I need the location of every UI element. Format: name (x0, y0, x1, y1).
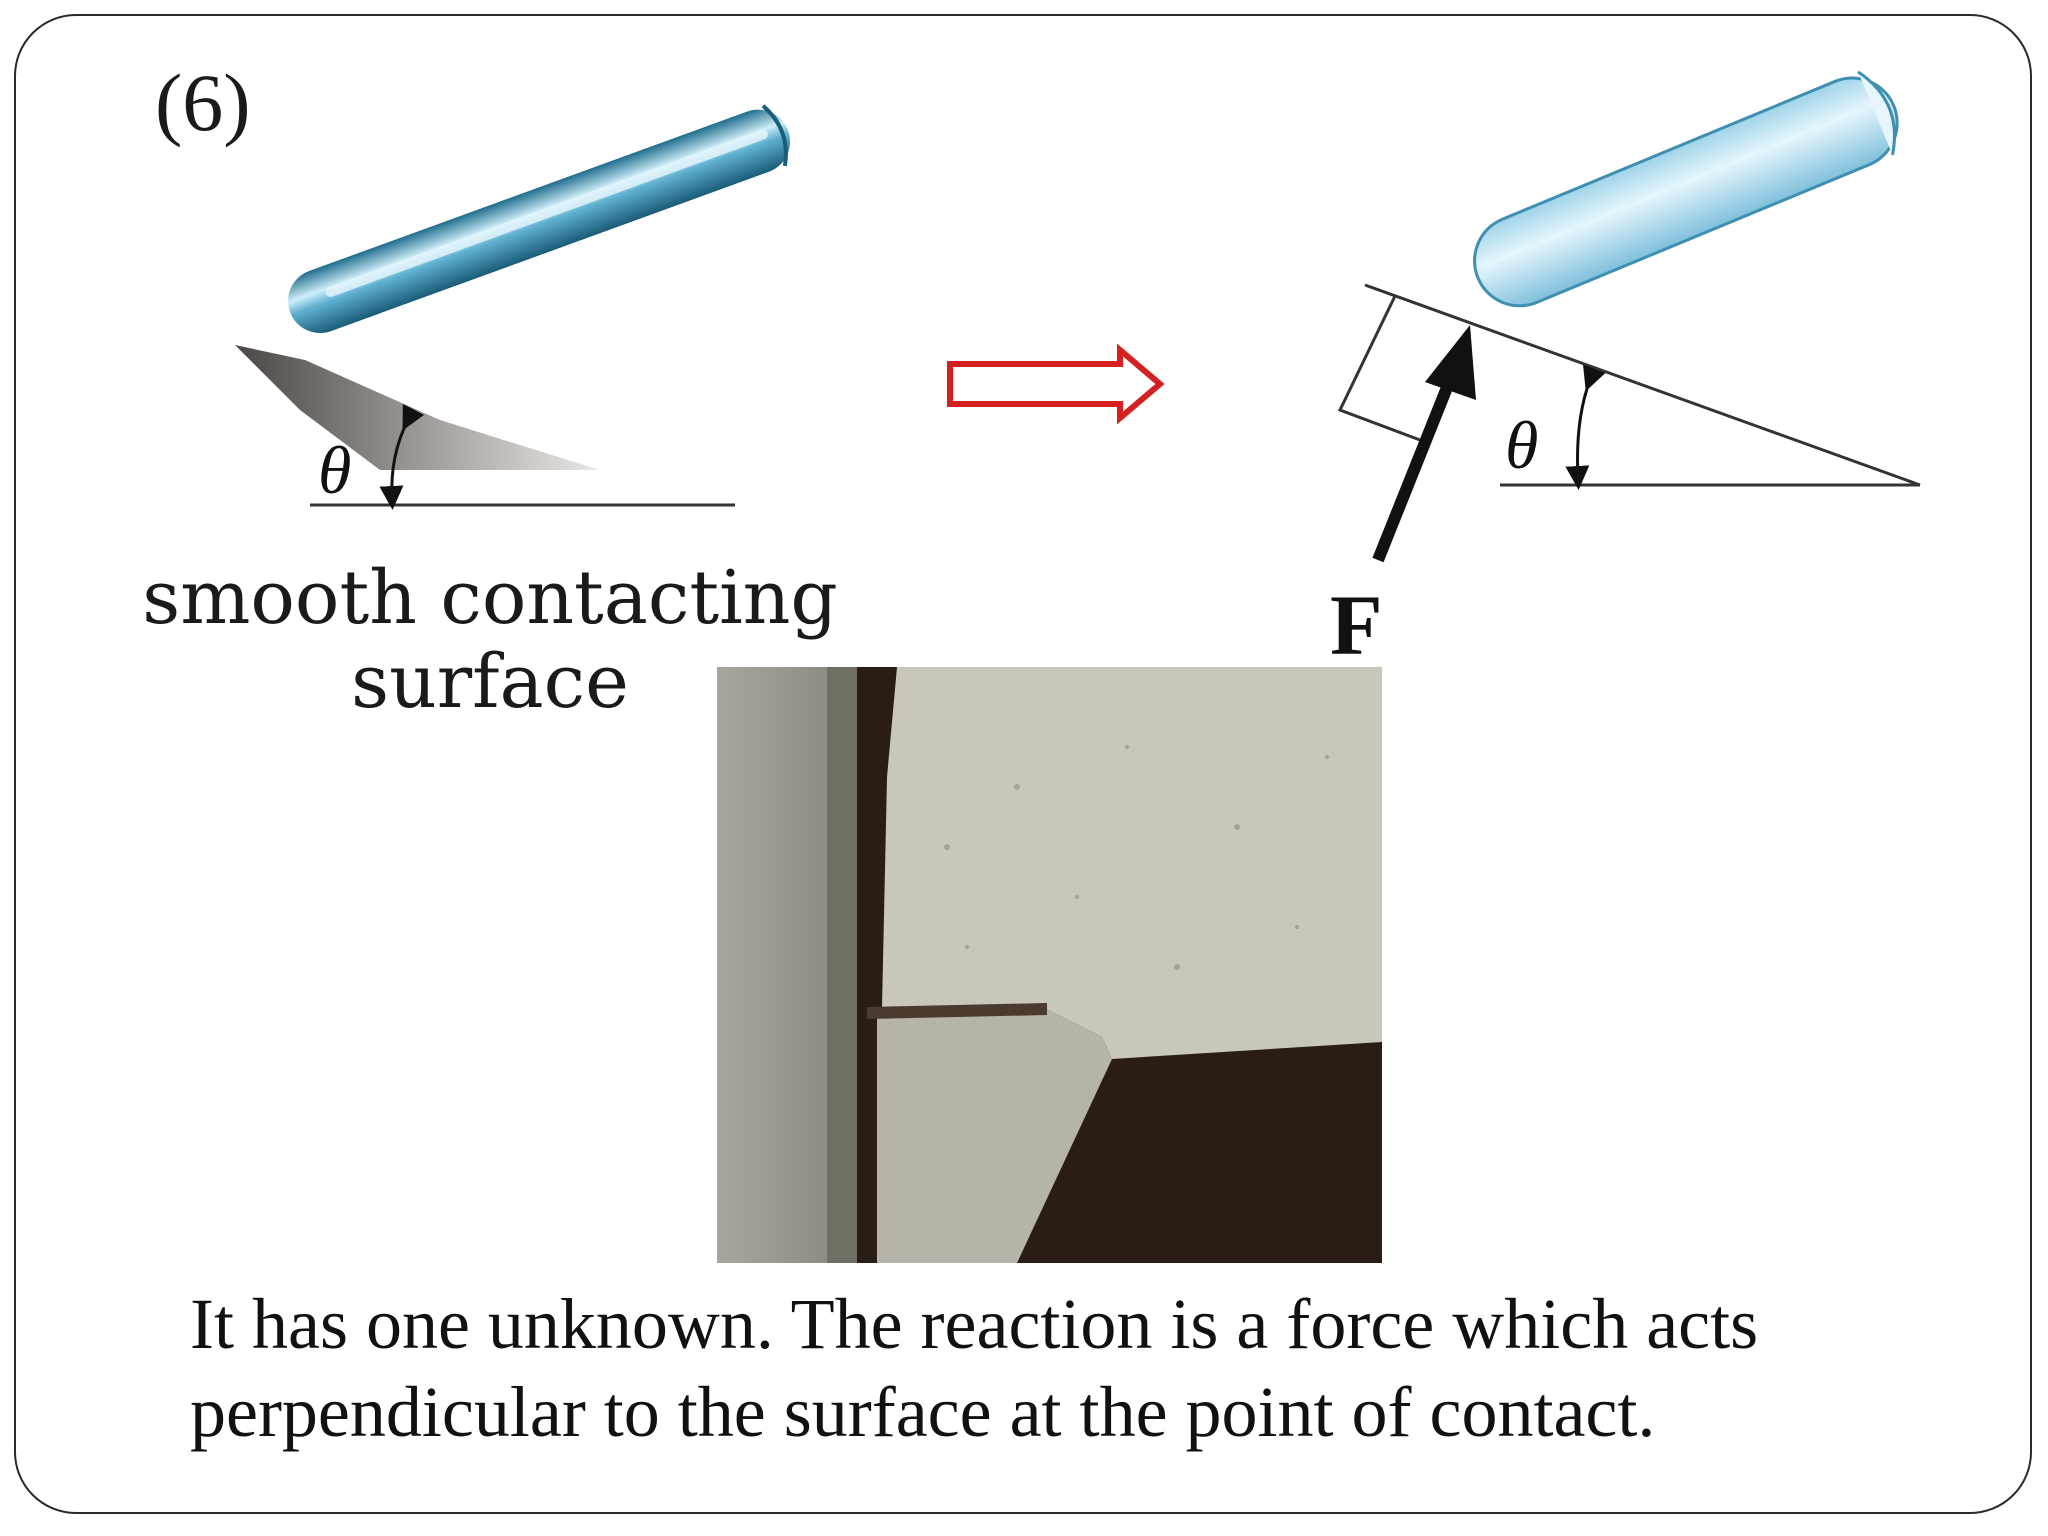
support-photo (717, 667, 1382, 1263)
explanation-text: It has one unknown. The reaction is a fo… (190, 1284, 1759, 1452)
panel-label: (6) (155, 57, 251, 148)
rod-right (1473, 70, 1899, 308)
theta-label-left: θ (318, 432, 351, 508)
transition-arrow (947, 343, 1165, 425)
surface-caption-line2: surface (351, 639, 629, 725)
inclined-surface-shaded (235, 345, 735, 507)
normal-force-arrow (1372, 325, 1476, 563)
force-label: F (1330, 577, 1383, 673)
angle-arrow-right (1565, 364, 1606, 490)
angle-arrow-left (379, 403, 425, 510)
rod-left (288, 104, 790, 334)
theta-label-right: θ (1505, 407, 1538, 483)
surface-caption-line1: smooth contacting (142, 555, 838, 641)
surface-caption: smooth contacting surface (80, 556, 900, 724)
normal-bracket (1337, 295, 1421, 442)
